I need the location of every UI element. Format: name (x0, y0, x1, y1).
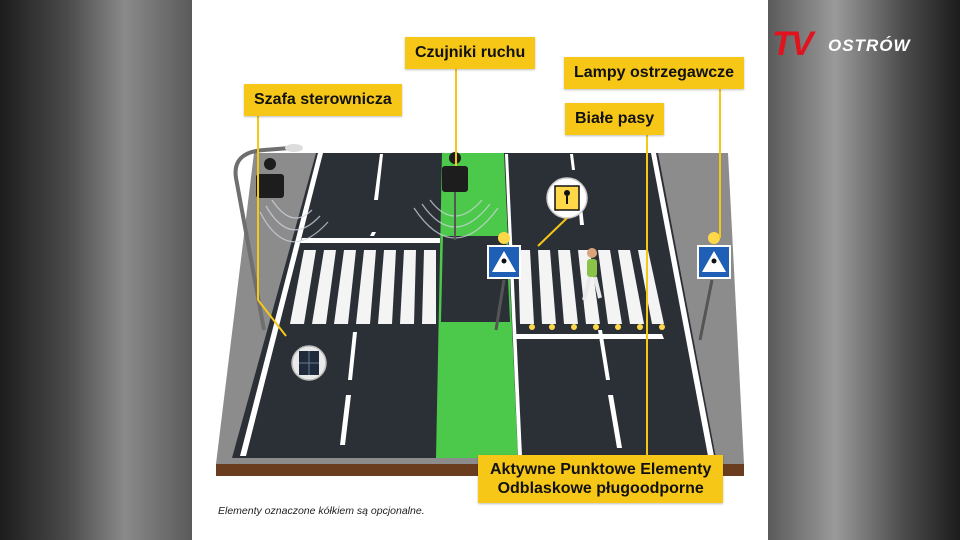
stop-line-left (300, 238, 440, 243)
stop-line-right (514, 334, 664, 339)
pedestrian-crossing-sign-icon (697, 232, 731, 341)
motion-sensor-icon (442, 152, 468, 240)
street-lamp (233, 144, 303, 331)
optional-elements-note: Elementy oznaczone kółkiem są opcjonalne… (218, 505, 425, 517)
label-control-cabinet: Szafa sterownicza (244, 84, 402, 116)
label-reflective-studs: Aktywne Punktowe Elementy Odblaskowe płu… (478, 455, 724, 503)
leader-lines (257, 68, 721, 456)
label-reflective-studs-line2: Odblaskowe pługoodporne (497, 480, 704, 497)
child-warning-sign-icon (546, 177, 588, 219)
pedestrian-figure (582, 248, 602, 301)
blurred-background-left (0, 0, 192, 540)
crosswalk-illustration (216, 68, 744, 476)
label-warning-lamps: Lampy ostrzegawcze (564, 57, 745, 89)
tv-ostrow-logo: TV OSTRÓW (772, 24, 942, 64)
lane-dashes (340, 154, 622, 456)
blurred-background-right (768, 0, 960, 540)
control-cabinet (256, 158, 284, 198)
zebra-stripes-left (290, 250, 436, 324)
logo-city: OSTRÓW (828, 36, 911, 55)
label-white-stripes: Białe pasy (565, 103, 665, 135)
pedestrian-crossing-sign-icon (487, 232, 521, 331)
road-studs (529, 324, 665, 330)
road-edge-right (651, 153, 714, 456)
label-reflective-studs-line1: Aktywne Punktowe Elementy (490, 461, 712, 478)
label-motion-sensors: Czujniki ruchu (405, 37, 536, 69)
solar-panel-icon (291, 345, 327, 381)
logo-brand: TV (772, 25, 813, 63)
infographic-panel: Szafa sterownicza Czujniki ruchu Lampy o… (192, 0, 768, 540)
